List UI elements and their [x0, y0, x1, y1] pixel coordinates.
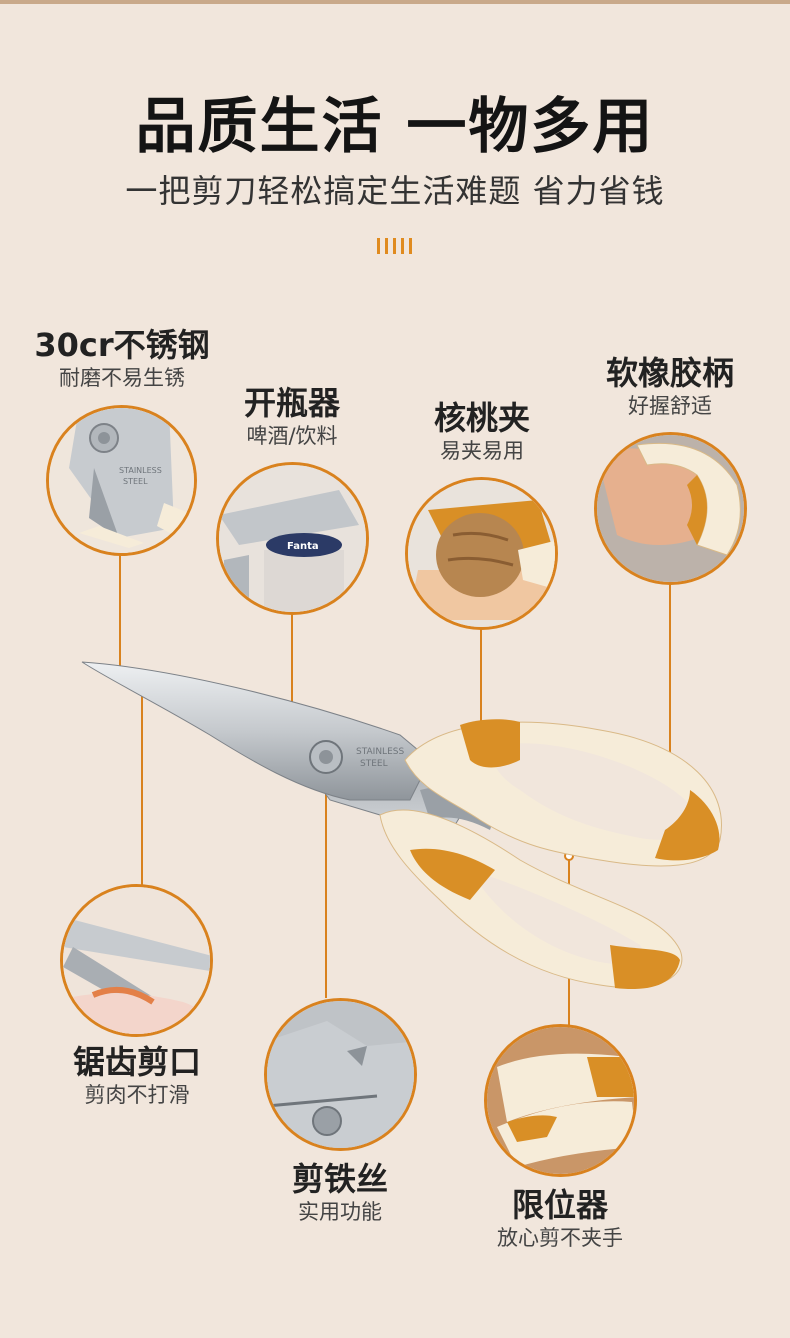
- feature-subtitle: 实用功能: [298, 1200, 382, 1224]
- rubber-handle-closeup: [594, 432, 747, 585]
- feature-title: 软橡胶柄: [605, 354, 734, 392]
- wire-cutter-closeup: [264, 998, 417, 1151]
- feature-label-bottle-opener: 开瓶器 啤酒/饮料: [202, 384, 382, 450]
- feature-title: 锯齿剪口: [72, 1043, 201, 1081]
- blade-engraving-line1: STAINLESS: [356, 747, 404, 757]
- steel-blade-closeup: STAINLESS STEEL: [46, 405, 197, 556]
- feature-subtitle: 易夹易用: [440, 439, 524, 463]
- feature-label-rubber-handle: 软橡胶柄 好握舒适: [580, 354, 760, 420]
- feature-label-serrated: 锯齿剪口 剪肉不打滑: [47, 1043, 227, 1109]
- top-strip: [0, 0, 790, 4]
- cap-text: Fanta: [287, 541, 319, 552]
- feature-subtitle: 剪肉不打滑: [84, 1083, 190, 1107]
- stopper-closeup: [484, 1024, 637, 1177]
- feature-subtitle: 好握舒适: [628, 394, 712, 418]
- page-subtitle: 一把剪刀轻松搞定生活难题 省力省钱: [125, 172, 665, 210]
- feature-title: 核桃夹: [433, 399, 530, 437]
- feature-label-steel: 30cr不锈钢 耐磨不易生锈: [22, 326, 222, 392]
- svg-text:STAINLESS: STAINLESS: [119, 466, 162, 475]
- feature-subtitle: 放心剪不夹手: [497, 1226, 623, 1250]
- feature-title: 开瓶器: [243, 384, 340, 422]
- feature-label-walnut: 核桃夹 易夹易用: [392, 399, 572, 465]
- feature-title: 限位器: [511, 1186, 608, 1224]
- divider-bars-icon: [377, 238, 415, 254]
- blade-engraving-line2: STEEL: [360, 759, 388, 769]
- walnut-cracker-closeup: [405, 477, 558, 630]
- serrated-edge-closeup: [60, 884, 213, 1037]
- feature-subtitle: 啤酒/饮料: [246, 424, 338, 448]
- feature-title: 30cr不锈钢: [34, 326, 210, 364]
- feature-label-stopper: 限位器 放心剪不夹手: [470, 1186, 650, 1252]
- feature-title: 剪铁丝: [291, 1160, 388, 1198]
- svg-text:STEEL: STEEL: [123, 477, 148, 486]
- bottle-opener-closeup: Fanta: [216, 462, 369, 615]
- page-title: 品质生活 一物多用: [135, 92, 655, 162]
- feature-label-wire-cutter: 剪铁丝 实用功能: [250, 1160, 430, 1226]
- feature-subtitle: 耐磨不易生锈: [59, 366, 185, 390]
